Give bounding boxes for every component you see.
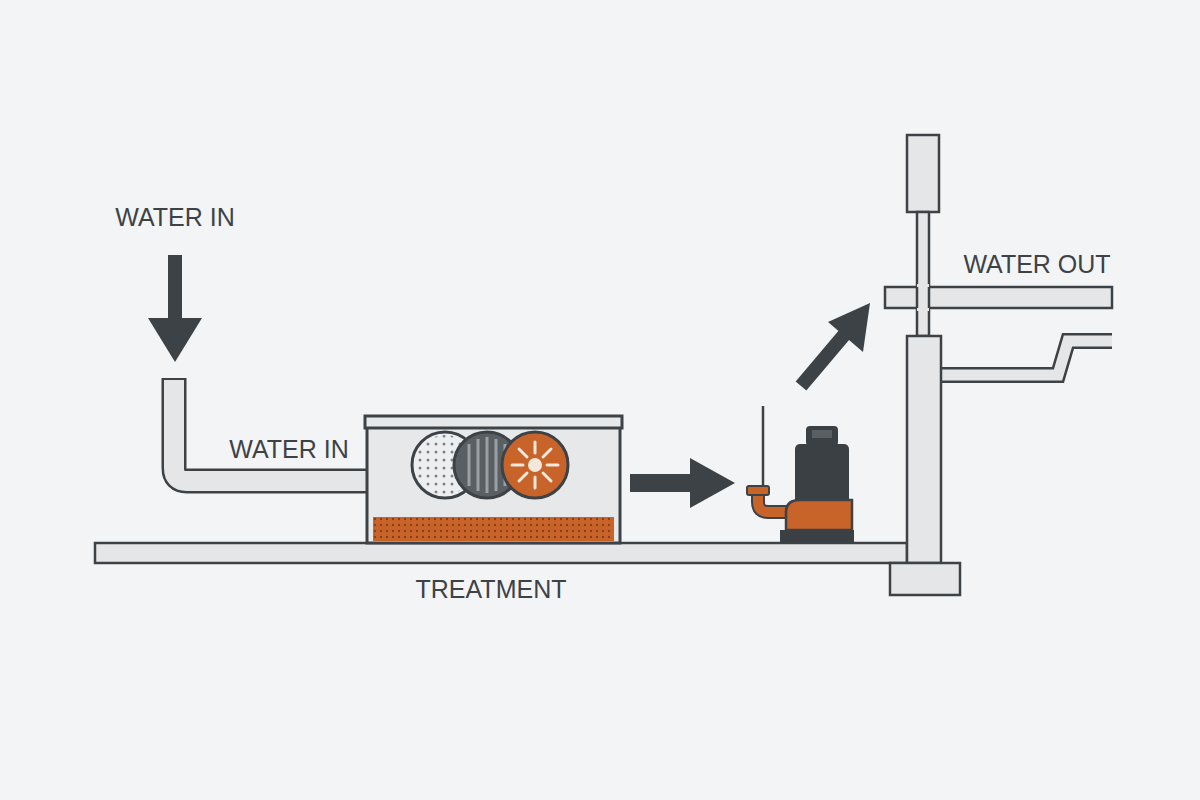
pipe-joint-edge [916, 287, 919, 308]
branch-pipe-outline [941, 341, 1112, 375]
pump-handle-slot [812, 430, 832, 438]
ray [543, 449, 551, 457]
stage-label: TREATMENT [416, 576, 567, 604]
arrow-head [690, 458, 735, 508]
ray [547, 464, 558, 467]
sediment [373, 517, 614, 541]
tank-rim [365, 416, 622, 428]
outflow-label: WATER OUT [963, 251, 1110, 279]
riser-pipe [917, 212, 929, 336]
pipe-fill [174, 380, 372, 481]
uv-filter [502, 432, 568, 498]
uv-rays [512, 442, 558, 488]
inflow-arrow [148, 255, 202, 362]
float-rod [762, 406, 765, 488]
inflow-label: WATER IN [115, 204, 234, 232]
arrow-shaft [630, 474, 694, 492]
ray [519, 473, 527, 481]
tank-body [367, 424, 620, 543]
ray [512, 464, 523, 467]
riser-head [907, 135, 939, 212]
arrow-head [148, 318, 202, 362]
ray [534, 442, 537, 453]
pipe-joint-edge [928, 287, 931, 308]
arrow-shaft [168, 255, 182, 321]
treatment-tank [365, 416, 622, 543]
ray [519, 449, 527, 457]
branch-pipe [941, 341, 1112, 375]
pump-motor [795, 444, 849, 504]
riser-column [907, 336, 941, 563]
ray [534, 477, 537, 488]
arrow-head [828, 303, 870, 352]
grid-filter-bars [469, 437, 505, 493]
floor-slab [95, 543, 907, 563]
submersible-pump [747, 406, 854, 543]
pipe-joint [917, 284, 929, 311]
pump-volute [786, 500, 852, 530]
filter-bar [495, 439, 498, 491]
column-footing [890, 563, 960, 595]
filter-bar [486, 437, 489, 493]
discharge-cap [747, 486, 769, 495]
pump-base [780, 530, 854, 543]
pipe-outline [174, 378, 372, 481]
pump-handle [806, 426, 838, 446]
uv-core [528, 458, 542, 472]
outflow-arrow [801, 303, 870, 386]
riser-structure [885, 135, 1112, 595]
sediment-texture [373, 517, 614, 541]
flow-arrow [630, 458, 735, 508]
pipe-label: WATER IN [229, 436, 348, 464]
ray [543, 473, 551, 481]
filter-bar [468, 444, 471, 486]
filter-bar [477, 439, 480, 491]
inlet-pipe [174, 378, 372, 481]
arrow-shaft [801, 328, 850, 386]
